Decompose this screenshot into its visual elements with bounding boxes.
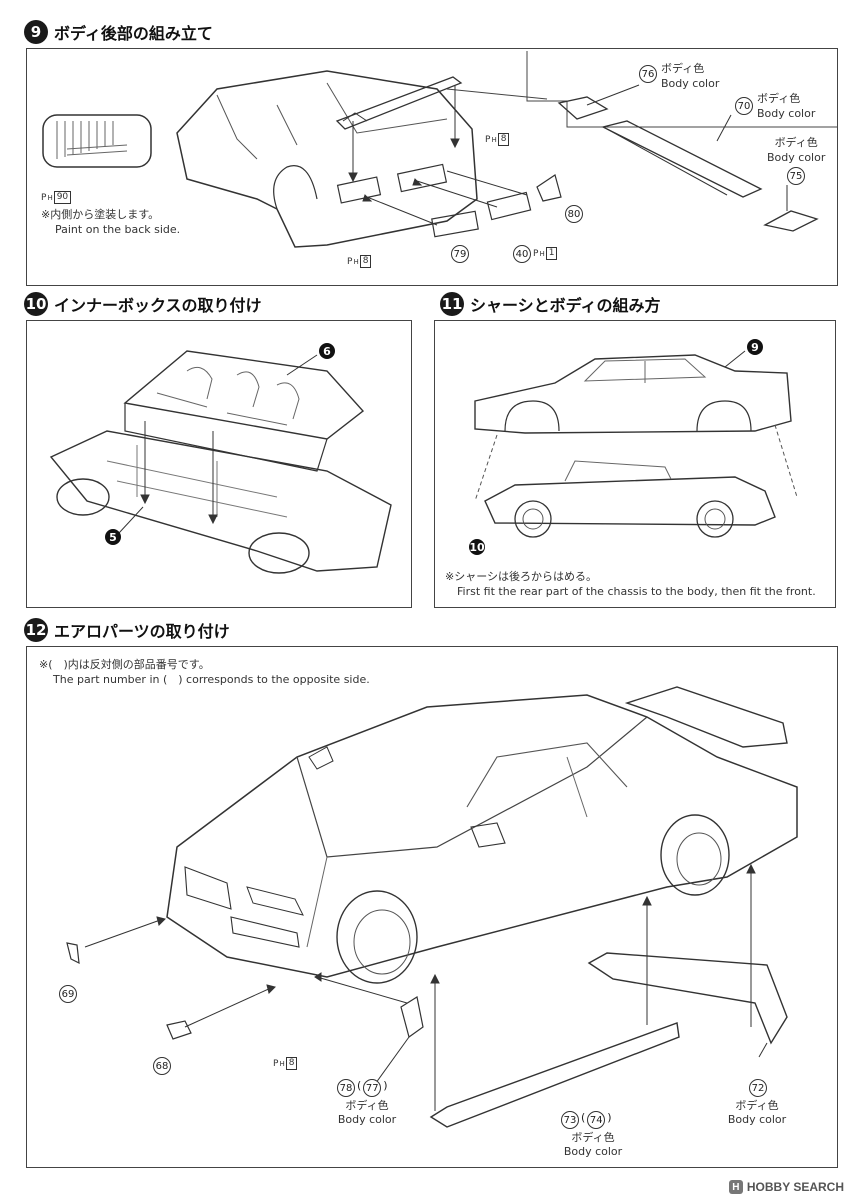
part-73-color: ボディ色 Body color (563, 1131, 623, 1158)
step12-note: ※( )内は反対側の部品番号です。 The part number in ( )… (39, 658, 370, 686)
step10-number: 10 (24, 292, 48, 316)
chassis-side (484, 476, 776, 526)
part-73-skirt (429, 1022, 680, 1128)
part-74: 74 (587, 1111, 606, 1129)
part-40-shape (486, 191, 532, 221)
part-73-74-group: 73 ( 74 ) (561, 1111, 612, 1129)
step9-drawing (42, 51, 837, 248)
part-70: 70 (735, 97, 753, 115)
spoiler-on-car (335, 76, 463, 130)
step9-heading: 9 ボディ後部の組み立て (24, 20, 213, 44)
interior-tub (123, 350, 365, 440)
ref-part5: 5 (105, 529, 121, 545)
part-68: 68 (153, 1057, 171, 1075)
part-68-shape (166, 1020, 192, 1040)
part-79: 79 (451, 245, 469, 263)
part-75-color: ボディ色 Body color (767, 136, 826, 164)
part-78-77-group: 78 ( 77 ) (337, 1079, 388, 1097)
part-72: 72 (749, 1079, 767, 1097)
body-side (474, 354, 792, 434)
step12-panel: ※( )内は反対側の部品番号です。 The part number in ( )… (26, 646, 838, 1168)
ref-part9: 9 (747, 339, 763, 355)
rear-window-part (42, 114, 152, 168)
car-rear-body (176, 70, 478, 248)
part-72-color: ボディ色 Body color (727, 1099, 787, 1126)
step12-number: 12 (24, 618, 48, 642)
hobby-search-watermark: H HOBBY SEARCH (728, 1180, 844, 1194)
step10-heading: 10 インナーボックスの取り付け (24, 292, 262, 316)
part-69-shape (66, 942, 80, 965)
part-78: 78 (337, 1079, 355, 1097)
step9-title: ボディ後部の組み立て (54, 24, 213, 43)
step11-number: 11 (440, 292, 464, 316)
rear-wing (624, 686, 788, 748)
step11-note: ※シャーシは後ろからはめる。 First fit the rear part o… (445, 570, 816, 598)
part-76: 76 (639, 65, 657, 83)
chassis (49, 430, 392, 572)
step10-drawing (49, 350, 392, 574)
hobby-search-logo-icon: H (728, 1180, 743, 1194)
part-75: 75 (787, 167, 805, 185)
part-80-shape (536, 174, 562, 202)
step11-panel: 9 10 ※シャーシは後ろからはめる。 First fit the rear p… (434, 320, 836, 608)
step11-title: シャーシとボディの組み方 (470, 296, 661, 315)
part-79-shape (431, 210, 479, 238)
step10-title: インナーボックスの取り付け (54, 296, 262, 315)
part-75-shape (763, 210, 819, 232)
part-72-bumper (587, 952, 788, 1045)
step10-panel: 6 5 (26, 320, 412, 608)
step12-heading: 12 エアロパーツの取り付け (24, 618, 230, 642)
part-80: 80 (565, 205, 583, 223)
part-77: 77 (363, 1079, 382, 1097)
part-40: 40 (513, 245, 531, 263)
step9-note: ※内側から塗装します。 Paint on the back side. (41, 208, 181, 236)
part-73: 73 (561, 1111, 579, 1129)
step11-drawing (474, 350, 798, 538)
part-69: 69 (59, 985, 77, 1003)
step11-heading: 11 シャーシとボディの組み方 (440, 292, 661, 316)
part-76-shape (557, 96, 609, 120)
part-76-color: ボディ色 Body color (661, 62, 720, 90)
step12-drawing (66, 686, 798, 1128)
part-70-color: ボディ色 Body color (757, 92, 816, 120)
ref-part10: 10 (469, 539, 485, 555)
car-body-3q (166, 694, 798, 978)
part-78-color: ボディ色 Body color (337, 1099, 397, 1126)
part-78-shape (400, 996, 424, 1038)
step9-number: 9 (24, 20, 48, 44)
ref-part6: 6 (319, 343, 335, 359)
part-70-shape (601, 120, 763, 198)
step12-title: エアロパーツの取り付け (54, 622, 230, 641)
